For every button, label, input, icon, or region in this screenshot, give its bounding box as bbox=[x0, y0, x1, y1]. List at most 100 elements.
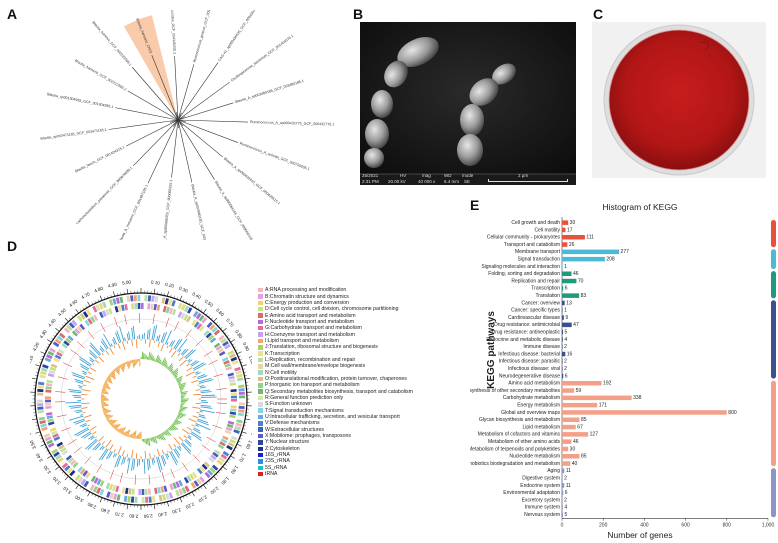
scale-tick bbox=[75, 309, 79, 314]
cog-gene-block bbox=[47, 442, 55, 448]
tree-branch bbox=[177, 102, 234, 121]
gc-content-bar bbox=[197, 418, 209, 424]
cog-gene-block bbox=[186, 315, 192, 323]
cog-gene-block bbox=[137, 303, 141, 310]
legend-item: A:RNA processing and modification bbox=[258, 287, 413, 293]
scale-tick bbox=[74, 313, 77, 316]
bar bbox=[562, 329, 564, 335]
gc-content-bar bbox=[167, 450, 169, 453]
gc-skew-bar bbox=[105, 379, 113, 384]
cog-gene-block bbox=[37, 388, 44, 393]
scale-tick bbox=[210, 317, 213, 320]
cog-gene-block bbox=[183, 314, 189, 321]
scale-tick bbox=[224, 332, 227, 335]
cog-gene-block bbox=[210, 454, 217, 461]
gc-skew-bar bbox=[119, 364, 125, 373]
cog-gene-block bbox=[98, 302, 104, 310]
scale-tick bbox=[69, 478, 72, 481]
trna-mark bbox=[216, 388, 227, 390]
bar bbox=[562, 235, 585, 240]
cog-gene-block bbox=[58, 444, 65, 450]
gc-content-bar bbox=[80, 365, 89, 371]
legend-label: 5S_rRNA bbox=[265, 464, 287, 471]
gc-content-bar bbox=[185, 349, 196, 360]
gc-skew-bar bbox=[179, 408, 185, 411]
gc-content-bar bbox=[192, 375, 197, 379]
circos-tick-label: 0.10 bbox=[151, 280, 161, 286]
gc-content-bar bbox=[122, 450, 125, 457]
trna-mark bbox=[170, 468, 175, 479]
tree-branch bbox=[177, 81, 230, 121]
gc-content-bar bbox=[76, 411, 83, 414]
scale-tick bbox=[40, 443, 46, 447]
cog-gene-block bbox=[145, 496, 149, 503]
gc-content-bar bbox=[89, 426, 97, 431]
legend-label: B:Chromatin structure and dynamics bbox=[265, 293, 349, 300]
circos-tick-label: 2.20 bbox=[185, 501, 196, 509]
gc-skew-bar bbox=[180, 392, 187, 395]
scale-tick bbox=[220, 327, 223, 330]
category-label: Environmental adaptation bbox=[503, 490, 560, 496]
gc-content-bar bbox=[79, 358, 91, 367]
legend-swatch bbox=[258, 306, 263, 312]
bar bbox=[562, 402, 598, 408]
sem-field-wd: WD bbox=[444, 173, 452, 178]
bar bbox=[562, 315, 564, 320]
gc-content-bar bbox=[193, 427, 201, 432]
cog-gene-block bbox=[150, 303, 154, 310]
cog-gene-block bbox=[115, 485, 120, 493]
cog-gene-block bbox=[69, 469, 76, 477]
gc-content-bar bbox=[144, 450, 147, 459]
cog-gene-block bbox=[171, 308, 177, 316]
cog-gene-block bbox=[175, 489, 180, 497]
gc-content-bar bbox=[90, 436, 95, 441]
circos-tick-label: 4.30 bbox=[39, 329, 48, 340]
gc-content-bar bbox=[94, 443, 102, 451]
trna-mark bbox=[62, 362, 73, 368]
category-label: Digestive system bbox=[522, 475, 560, 481]
scale-tick bbox=[208, 315, 211, 318]
gc-content-bar bbox=[75, 381, 84, 384]
circos-tick-label: 3.00 bbox=[74, 494, 85, 503]
gc-content-bar bbox=[151, 457, 154, 465]
value-label: 46 bbox=[573, 439, 579, 445]
gc-content-bar bbox=[173, 449, 180, 459]
cog-gene-block bbox=[130, 295, 134, 302]
value-label: 111 bbox=[586, 235, 594, 241]
scale-tick bbox=[188, 493, 191, 496]
gc-content-bar bbox=[190, 360, 198, 366]
bar bbox=[562, 308, 563, 313]
cog-gene-block bbox=[119, 296, 124, 304]
gc-content-bar bbox=[101, 449, 109, 461]
gc-skew-bar bbox=[168, 426, 173, 431]
gc-content-bar bbox=[122, 341, 126, 351]
cog-gene-block bbox=[225, 366, 233, 371]
trna-mark bbox=[55, 391, 66, 393]
gc-content-bar bbox=[101, 353, 104, 356]
cog-gene-block bbox=[46, 439, 53, 445]
category-label: Amino acid metabolism bbox=[508, 381, 560, 387]
tree-branch bbox=[177, 119, 215, 180]
circos-tick-label: 5.00 bbox=[122, 280, 132, 286]
cog-gene-block bbox=[45, 386, 52, 390]
circos-tick-label: 2.50 bbox=[143, 513, 153, 519]
gc-skew-bar bbox=[105, 380, 108, 383]
cog-gene-block bbox=[41, 367, 48, 372]
scale-tick bbox=[44, 349, 47, 352]
gc-content-bar bbox=[78, 387, 83, 389]
value-label: 6 bbox=[565, 373, 568, 379]
cog-gene-block bbox=[238, 388, 245, 392]
gc-content-bar bbox=[149, 453, 151, 459]
trna-mark bbox=[213, 373, 224, 378]
gc-skew-bar bbox=[146, 438, 149, 446]
cog-gene-block bbox=[238, 395, 245, 399]
category-label: Carbohydrate metabolism bbox=[503, 395, 560, 401]
cog-gene-block bbox=[164, 298, 169, 305]
value-label: 47 bbox=[573, 322, 579, 328]
tree-leaf-label: Blautia_A_marasmi_GCF_001487165.1 bbox=[118, 184, 149, 240]
bar bbox=[562, 475, 563, 481]
gc-content-bar bbox=[169, 340, 173, 347]
value-label: 2 bbox=[564, 366, 567, 372]
cog-gene-block bbox=[77, 466, 84, 473]
legend-label: K:Transcription bbox=[265, 350, 300, 357]
